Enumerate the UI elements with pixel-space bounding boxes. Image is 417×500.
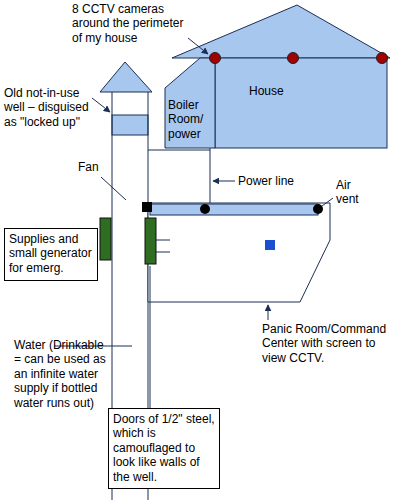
air-vent-symbol: [313, 204, 323, 214]
node-text: Supplies and small generator for emerg.: [9, 232, 93, 275]
doors-note-box: Doors of 1/2" steel, which is camouflage…: [108, 408, 220, 489]
power-line: [210, 148, 211, 203]
boiler-room: Boiler Room/ power: [165, 96, 215, 148]
well-band: [112, 115, 148, 135]
cctv-camera: [288, 53, 299, 64]
fan-callout: Fan: [78, 160, 108, 174]
power-line-callout: Power line: [238, 174, 318, 188]
leader-arrow: [92, 98, 110, 112]
supplies-box: Supplies and small generator for emerg.: [4, 228, 98, 281]
camera-callout: 8 CCTV cameras around the perimeter of m…: [72, 2, 184, 45]
cctv-screen: [265, 240, 275, 250]
duct-joint: [200, 204, 210, 214]
leader-line: [150, 266, 151, 408]
leader-arrow: [188, 38, 208, 54]
water-level: [112, 346, 132, 347]
node-text: House: [249, 84, 381, 98]
air-vent-callout: Air vent: [336, 178, 372, 207]
tunnel-top: [148, 150, 210, 151]
boiler-room-shape: [165, 58, 215, 148]
door-hinge: [156, 240, 170, 241]
cctv-camera: [377, 53, 388, 64]
leader-arrow: [213, 181, 235, 182]
door-hinge: [156, 252, 170, 253]
panic-room-callout: Panic Room/Command Center with screen to…: [262, 322, 394, 365]
house-body: House: [215, 60, 385, 148]
well-roof: [100, 62, 152, 92]
leader-line: [101, 177, 126, 200]
leader-line: [322, 198, 333, 206]
house-roof: [172, 5, 390, 58]
house-body-shape: [215, 58, 387, 148]
node-text: Boiler Room/ power: [168, 98, 212, 141]
well-callout: Old not-in-use well – disguised as "lock…: [4, 86, 92, 129]
air-duct: [150, 204, 318, 215]
panic-room-shape: [148, 203, 330, 302]
steel-door: [145, 218, 156, 264]
steel-door: [100, 218, 111, 260]
node-text: Doors of 1/2" steel, which is camouflage…: [113, 412, 215, 484]
water-callout: Water (Drinkable = can be used as an inf…: [14, 338, 106, 410]
leader-arrow: [268, 305, 269, 320]
fan-symbol: [142, 202, 152, 212]
cctv-camera: [210, 53, 221, 64]
